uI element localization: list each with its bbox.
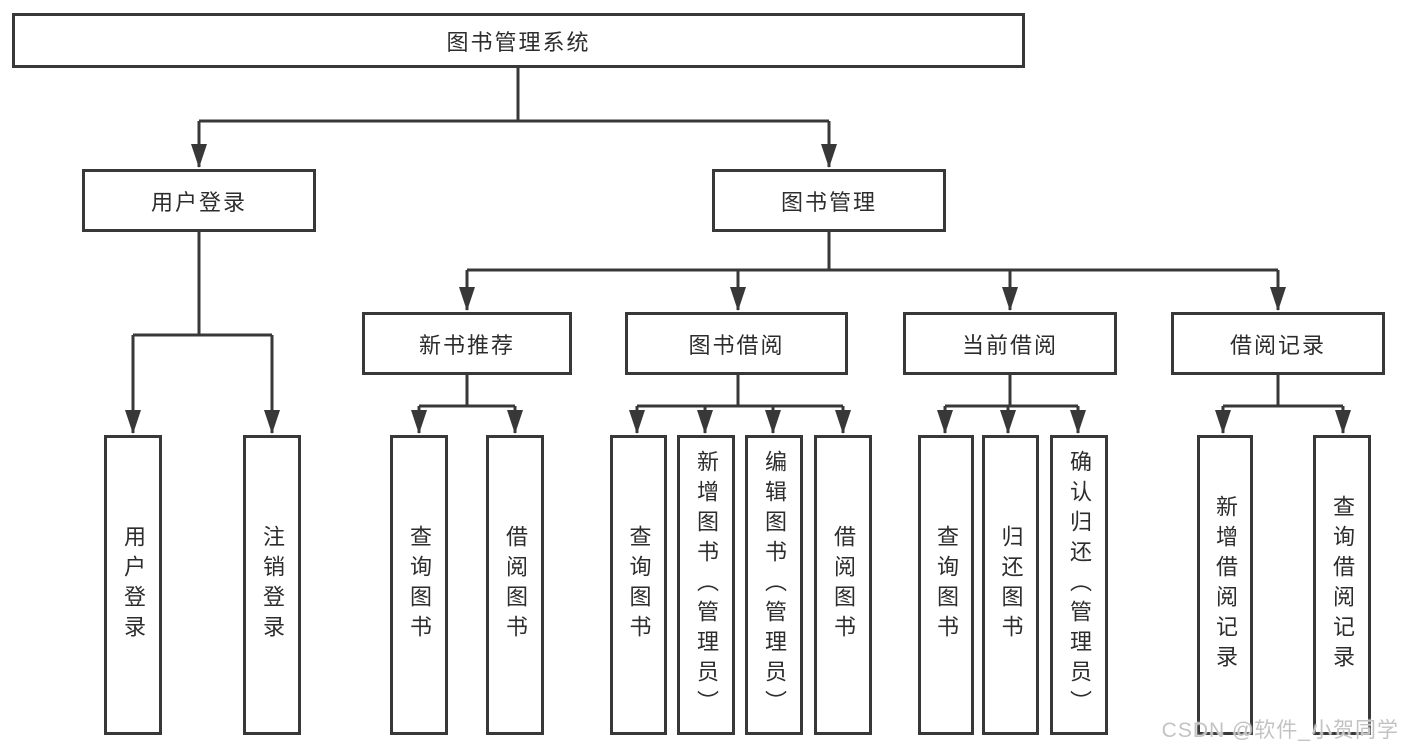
node-book-borrowing: 图书借阅	[625, 312, 848, 375]
leaf-query-books-current-label: 查询图书	[934, 525, 959, 645]
leaf-borrow-books-recommend-label: 借阅图书	[503, 525, 528, 645]
leaf-confirm-return-admin-label: 确认归还（管理员）	[1067, 450, 1092, 720]
leaf-borrow-books-recommend: 借阅图书	[486, 435, 544, 735]
leaf-query-books-recommend: 查询图书	[390, 435, 448, 735]
leaf-edit-books-admin-label: 编辑图书（管理员）	[762, 450, 787, 720]
node-user-login: 用户登录	[82, 169, 316, 232]
leaf-return-books: 归还图书	[982, 435, 1039, 735]
leaf-query-books-borrowing-label: 查询图书	[626, 525, 652, 645]
node-book-management: 图书管理	[712, 169, 946, 232]
leaf-return-books-label: 归还图书	[998, 525, 1024, 645]
leaf-query-books-recommend-label: 查询图书	[407, 525, 432, 645]
leaf-logout: 注销登录	[243, 435, 301, 735]
node-library-management-system: 图书管理系统	[12, 13, 1025, 68]
leaf-query-borrow-record-label: 查询借阅记录	[1330, 495, 1355, 675]
leaf-edit-books-admin: 编辑图书（管理员）	[745, 435, 803, 735]
leaf-user-login: 用户登录	[104, 435, 162, 735]
leaf-user-login-label: 用户登录	[121, 525, 146, 645]
leaf-add-books-admin: 新增图书（管理员）	[677, 435, 735, 735]
leaf-borrow-books-label: 借阅图书	[831, 525, 856, 645]
leaf-add-borrow-record-label: 新增借阅记录	[1213, 495, 1238, 675]
leaf-add-books-admin-label: 新增图书（管理员）	[694, 450, 719, 720]
leaf-borrow-books: 借阅图书	[814, 435, 872, 735]
node-borrowing-records: 借阅记录	[1171, 312, 1385, 375]
leaf-confirm-return-admin: 确认归还（管理员）	[1050, 435, 1108, 735]
node-new-book-recommend: 新书推荐	[362, 312, 572, 375]
leaf-query-borrow-record: 查询借阅记录	[1313, 435, 1371, 735]
node-current-borrowing: 当前借阅	[903, 312, 1117, 375]
csdn-watermark: CSDN @软件_小贺同学	[1161, 719, 1399, 742]
leaf-query-books-current: 查询图书	[918, 435, 974, 735]
leaf-add-borrow-record: 新增借阅记录	[1197, 435, 1253, 735]
leaf-logout-label: 注销登录	[260, 525, 285, 645]
leaf-query-books-borrowing: 查询图书	[610, 435, 667, 735]
